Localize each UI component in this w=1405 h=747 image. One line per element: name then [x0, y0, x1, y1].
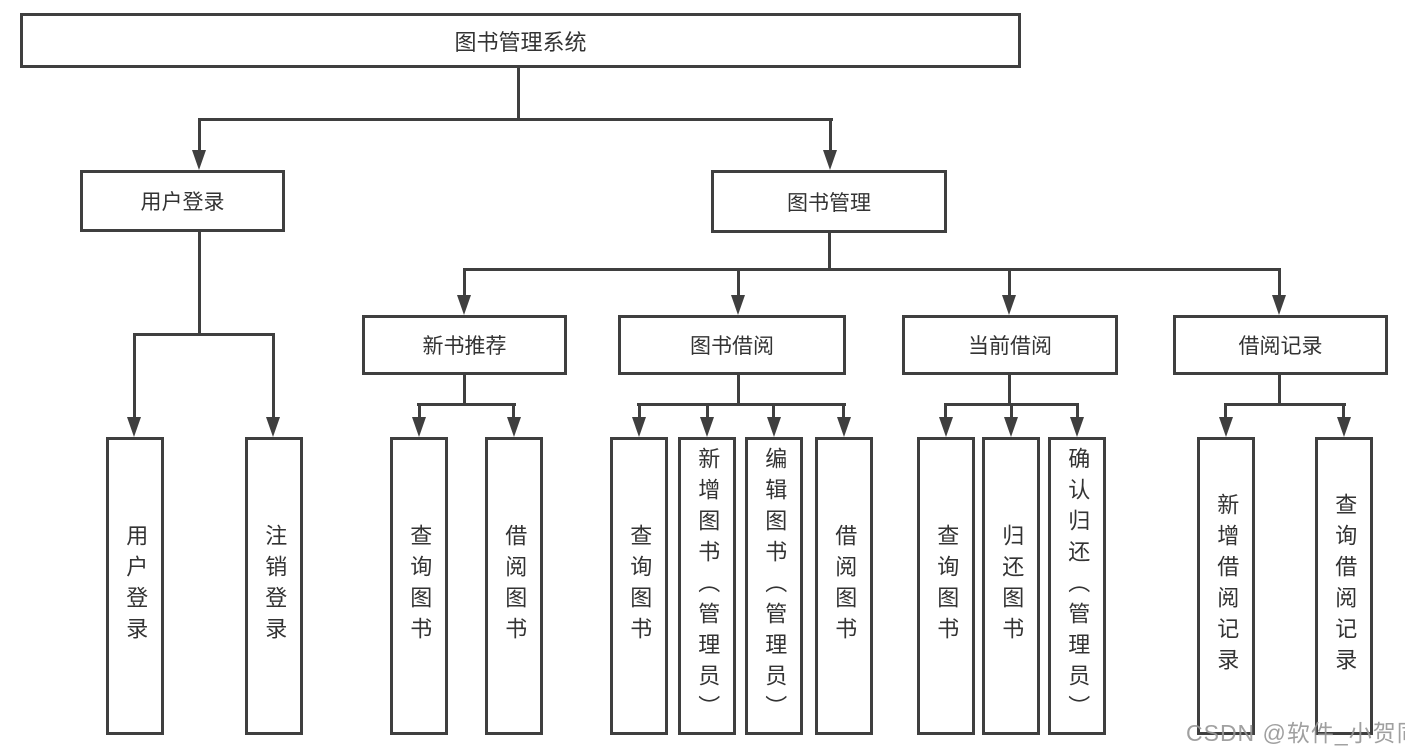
connector-level3-bus — [463, 268, 1281, 271]
connector-drop-leaf — [944, 403, 947, 420]
down-arrow-icon — [1219, 417, 1233, 437]
connector-drop-leaf — [638, 403, 641, 420]
leaf-label: 查询图书 — [934, 524, 960, 648]
leaf-add-book-admin: 新增图书（管理员） — [678, 437, 736, 735]
down-arrow-icon — [192, 150, 206, 170]
down-arrow-icon — [507, 417, 521, 437]
node-root-system: 图书管理系统 — [20, 13, 1021, 68]
leaf-label: 查询借阅记录 — [1332, 493, 1358, 679]
down-arrow-icon — [837, 417, 851, 437]
connector-level2-bus — [198, 118, 833, 121]
leaf-label: 确认归还（管理员） — [1065, 446, 1091, 726]
connector-drop-book-management — [829, 118, 832, 154]
connector-drop-leaf — [512, 403, 515, 420]
leaf-edit-book-admin: 编辑图书（管理员） — [745, 437, 803, 735]
down-arrow-icon — [457, 295, 471, 315]
leaf-label: 借阅图书 — [832, 524, 858, 648]
down-arrow-icon — [939, 417, 953, 437]
leaf-query-borrow-record: 查询借阅记录 — [1315, 437, 1373, 735]
down-arrow-icon — [412, 417, 426, 437]
connector-borrow-records-stub — [1278, 375, 1281, 406]
connector-drop-leaf — [1224, 403, 1227, 420]
leaf-return-books: 归还图书 — [982, 437, 1040, 735]
connector-drop-leaf — [272, 333, 275, 420]
leaf-label: 新增图书（管理员） — [695, 446, 721, 726]
leaf-label: 借阅图书 — [502, 524, 528, 648]
leaf-borrow-books: 借阅图书 — [815, 437, 873, 735]
connector-new-book-stub — [463, 375, 466, 406]
connector-user-login-bus — [133, 333, 275, 336]
connector-book-borrow-stub — [737, 375, 740, 406]
node-borrow-records: 借阅记录 — [1173, 315, 1388, 375]
connector-drop-borrow-records — [1278, 268, 1281, 298]
connector-book-borrow-bus — [637, 403, 846, 406]
node-book-borrow: 图书借阅 — [618, 315, 846, 375]
node-book-management: 图书管理 — [711, 170, 947, 233]
leaf-label: 注销登录 — [262, 524, 288, 648]
connector-drop-leaf — [772, 403, 775, 420]
leaf-add-borrow-record: 新增借阅记录 — [1197, 437, 1255, 735]
connector-borrow-records-bus — [1224, 403, 1346, 406]
connector-drop-current-borrow — [1008, 268, 1011, 298]
down-arrow-icon — [731, 295, 745, 315]
leaf-confirm-return-admin: 确认归还（管理员） — [1048, 437, 1106, 735]
connector-drop-leaf — [1342, 403, 1345, 420]
leaf-label: 查询图书 — [407, 524, 433, 648]
down-arrow-icon — [823, 150, 837, 170]
connector-drop-leaf — [706, 403, 709, 420]
leaf-label: 新增借阅记录 — [1214, 493, 1240, 679]
csdn-watermark: CSDN @软件_小贺同学 — [1186, 720, 1405, 746]
node-current-borrow: 当前借阅 — [902, 315, 1118, 375]
leaf-label: 查询图书 — [627, 524, 653, 648]
connector-user-login-stub — [198, 232, 201, 335]
down-arrow-icon — [1272, 295, 1286, 315]
connector-drop-leaf — [133, 333, 136, 420]
leaf-label: 编辑图书（管理员） — [762, 446, 788, 726]
connector-book-management-stub — [828, 233, 831, 270]
node-user-login: 用户登录 — [80, 170, 285, 232]
down-arrow-icon — [1004, 417, 1018, 437]
leaf-label: 用户登录 — [123, 524, 149, 648]
down-arrow-icon — [127, 417, 141, 437]
connector-root-stub — [517, 68, 520, 120]
down-arrow-icon — [266, 417, 280, 437]
down-arrow-icon — [700, 417, 714, 437]
connector-drop-leaf — [842, 403, 845, 420]
leaf-user-login: 用户登录 — [106, 437, 164, 735]
leaf-query-books-recommend: 查询图书 — [390, 437, 448, 735]
down-arrow-icon — [1070, 417, 1084, 437]
down-arrow-icon — [1337, 417, 1351, 437]
connector-drop-leaf — [1010, 403, 1013, 420]
connector-drop-user-login — [198, 118, 201, 154]
down-arrow-icon — [1002, 295, 1016, 315]
node-new-book-recommend: 新书推荐 — [362, 315, 567, 375]
leaf-logout: 注销登录 — [245, 437, 303, 735]
connector-drop-book-borrow — [737, 268, 740, 298]
connector-new-book-bus — [417, 403, 516, 406]
down-arrow-icon — [767, 417, 781, 437]
connector-drop-leaf — [418, 403, 421, 420]
down-arrow-icon — [632, 417, 646, 437]
connector-current-borrow-stub — [1008, 375, 1011, 406]
connector-drop-leaf — [1076, 403, 1079, 420]
connector-drop-new-book — [463, 268, 466, 298]
leaf-label: 归还图书 — [999, 524, 1025, 648]
leaf-query-books-current: 查询图书 — [917, 437, 975, 735]
leaf-query-books-borrow: 查询图书 — [610, 437, 668, 735]
leaf-borrow-books-recommend: 借阅图书 — [485, 437, 543, 735]
